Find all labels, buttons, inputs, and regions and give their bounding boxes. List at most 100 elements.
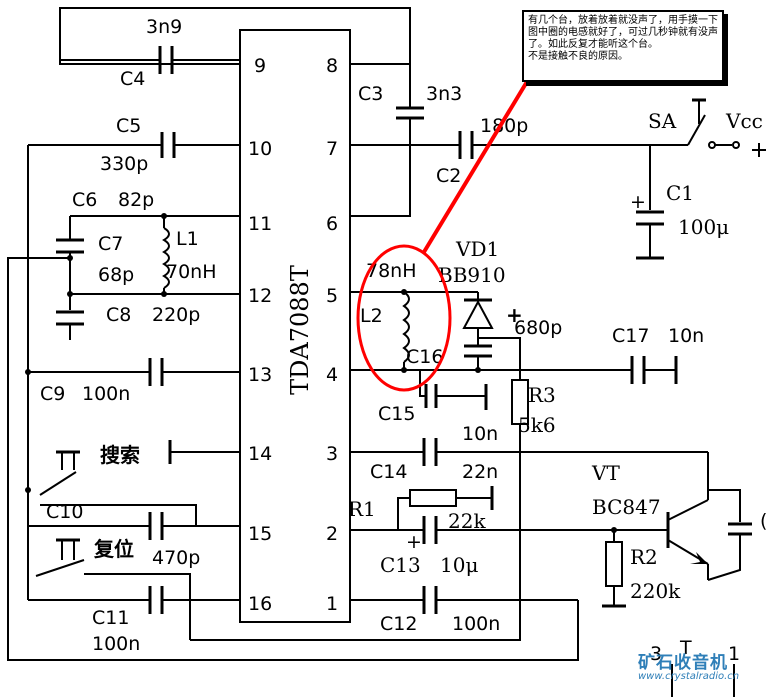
vd1-plus: + [506, 303, 523, 327]
r2-label: R2 [630, 545, 658, 569]
c15-label: C15 [378, 403, 415, 425]
pin-10: 10 [248, 138, 272, 160]
c11-value: 100n [92, 633, 140, 655]
pin-7: 7 [326, 138, 338, 160]
vt-arrow [690, 552, 708, 564]
bottom-label-3: 3 [650, 643, 662, 665]
r3-label: R3 [528, 383, 556, 407]
vd1-triangle [462, 299, 494, 329]
wire-c4-loop [59, 7, 411, 65]
vt-collector [667, 499, 709, 521]
c13-value: 10μ [440, 553, 478, 577]
r2-body [605, 541, 623, 587]
c6-value: 82p [118, 189, 154, 211]
vt-part: BC847 [592, 495, 661, 519]
vt-label: VT [591, 461, 620, 485]
bottom-label-1: 1 [728, 643, 740, 665]
c1-plus: + [630, 191, 646, 213]
c9-label: C9 [40, 383, 65, 405]
pin-5: 5 [326, 285, 338, 307]
wire-pin15-c [40, 504, 197, 526]
watermark-title: 矿石收音机 [638, 653, 728, 673]
c5-value: 330p [100, 153, 148, 175]
c8-value: 220p [152, 304, 200, 326]
pin-16: 16 [248, 593, 272, 615]
c12-value: 100n [452, 613, 500, 635]
pin-13: 13 [248, 364, 272, 386]
c470-value: 470p [152, 547, 200, 569]
bottom-label-t: T [679, 637, 692, 659]
sa-contact [708, 141, 716, 149]
c14-label: C14 [370, 461, 407, 483]
node-r2 [611, 527, 617, 533]
wire-c15 [419, 370, 426, 397]
c6-label: C6 [72, 189, 97, 211]
c9-value: 100n [82, 383, 130, 405]
pin-6: 6 [326, 213, 338, 235]
note-line-1: 有几个台，放着放着就没声了，用手摸一下图中圈的电感就好了，可过几秒钟就有没声了。… [528, 15, 718, 50]
ic-body [239, 29, 351, 623]
c4-label: C4 [120, 68, 145, 90]
c3-value: 3n3 [426, 83, 462, 105]
pin-3: 3 [326, 443, 338, 465]
node-c9 [25, 369, 31, 375]
sa-label: SA [648, 109, 677, 133]
c11-label: C11 [92, 607, 129, 629]
l1-coil [162, 227, 170, 289]
l1-label: L1 [176, 228, 199, 250]
vcc-terminal [732, 141, 740, 149]
c17-value: 10n [668, 325, 704, 347]
note-line-2: 不是接触不良的原因。 [528, 51, 628, 62]
c4-value: 3n9 [146, 16, 182, 38]
chip-name: TDA7088T [286, 265, 314, 395]
r1-body [409, 489, 457, 507]
wire-c3-bottom [350, 118, 411, 217]
l2-value: 78nH [366, 260, 417, 282]
vcc-label: Vcc [725, 109, 763, 133]
l2-label: L2 [360, 305, 383, 327]
wire-bottom-b [190, 560, 521, 641]
highlight-circle [356, 244, 452, 392]
vd1-part: BB910 [438, 263, 506, 287]
c14-value: 22n [462, 461, 498, 483]
pin-15: 15 [248, 523, 272, 545]
wire-pin2-up [397, 497, 410, 530]
c3-label: C3 [358, 83, 383, 105]
c16-label: C16 [406, 346, 443, 368]
pin-11: 11 [248, 213, 272, 235]
pin-8: 8 [326, 55, 338, 77]
highlight-arrow [422, 78, 530, 254]
r1-label: R1 [348, 497, 376, 521]
c15-value: 10n [462, 423, 498, 445]
c1-value: 100μ [678, 215, 729, 239]
search-switch-blade [39, 471, 77, 496]
node-l1-bottom [161, 291, 167, 297]
c1-label: C1 [666, 181, 694, 205]
wire-c7-feed [7, 257, 70, 640]
c2-label: C2 [436, 165, 461, 187]
wire-vd1-r3 [478, 337, 521, 380]
c5-label: C5 [116, 115, 141, 137]
pin-4: 4 [326, 364, 338, 386]
watermark: 矿石收音机 www.crystalradio.cn [638, 648, 768, 682]
wire-vt-right-b [707, 534, 741, 581]
c2-value: 180p [480, 115, 528, 137]
c12-label: C12 [380, 613, 417, 635]
reset-label: 复位 [93, 537, 134, 561]
wire-vt-right [708, 489, 741, 522]
pin-14: 14 [248, 443, 272, 465]
pin-1: 1 [326, 593, 338, 615]
c-right-fragment: ( [760, 510, 767, 532]
pin-9: 9 [254, 55, 266, 77]
r2-value: 220k [630, 579, 681, 603]
l1-value: 70nH [166, 261, 217, 283]
c8-label: C8 [106, 304, 131, 326]
pin-2: 2 [326, 523, 338, 545]
c17-label: C17 [612, 325, 649, 347]
c7-label: C7 [98, 233, 123, 255]
reset-switch-blade [35, 559, 85, 577]
l2-coil [402, 291, 410, 363]
search-label: 搜索 [100, 443, 140, 467]
c13-label: C13 [380, 553, 421, 577]
